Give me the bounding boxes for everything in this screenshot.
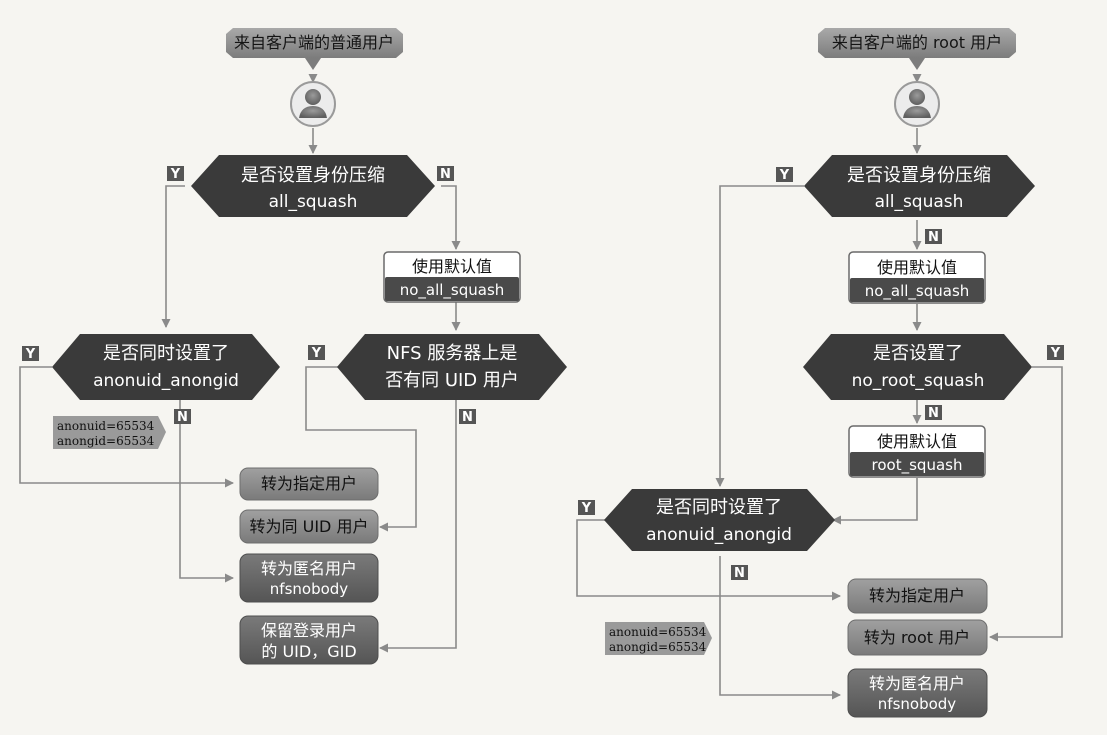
right-d1-yes-badge: Y	[776, 167, 793, 183]
right-d2-no-badge: N	[925, 405, 942, 421]
left-start-label: 来自客户端的普通用户	[234, 33, 394, 52]
left-start-node: 来自客户端的普通用户	[226, 28, 403, 70]
left-outcome-anon-user: 转为匿名用户 nfsnobody	[239, 553, 379, 603]
left-d1-line1: 是否设置身份压缩	[241, 165, 385, 186]
left-d2-no-badge: N	[174, 409, 191, 425]
svg-text:Y: Y	[311, 346, 322, 361]
svg-text:anonuid_anongid: anonuid_anongid	[646, 525, 792, 545]
right-d1-no-badge: N	[925, 229, 942, 245]
left-outcome-keep-login: 保留登录用户 的 UID，GID	[239, 615, 379, 665]
svg-text:的 UID，GID: 的 UID，GID	[261, 642, 356, 661]
left-default-value: no_all_squash	[400, 281, 505, 300]
svg-text:转为 root 用户: 转为 root 用户	[864, 628, 970, 647]
svg-text:N: N	[928, 230, 939, 245]
user-icon	[290, 81, 336, 127]
svg-text:转为指定用户: 转为指定用户	[869, 586, 965, 605]
user-icon	[894, 81, 940, 127]
left-d2-line2: anonuid_anongid	[93, 371, 239, 391]
svg-text:N: N	[440, 167, 451, 182]
right-decision-anonuid: 是否同时设置了 anonuid_anongid	[604, 489, 835, 551]
right-default-box-2: 使用默认值 root_squash	[848, 425, 986, 478]
left-anon-note: anonuid=65534 anongid=65534	[53, 416, 166, 449]
svg-text:Y: Y	[581, 501, 592, 516]
right-start-node: 来自客户端的 root 用户	[818, 28, 1016, 70]
left-note-line2: anongid=65534	[57, 434, 155, 448]
right-d2-yes-badge: Y	[1047, 345, 1064, 361]
svg-text:anonuid=65534: anonuid=65534	[609, 625, 707, 639]
right-d3-no-badge: N	[731, 565, 748, 581]
svg-text:Y: Y	[1050, 346, 1061, 361]
svg-text:no_all_squash: no_all_squash	[865, 282, 970, 301]
svg-text:是否设置了: 是否设置了	[873, 343, 963, 364]
svg-text:anongid=65534: anongid=65534	[609, 640, 707, 654]
left-default-title: 使用默认值	[412, 257, 492, 276]
svg-text:转为同 UID 用户: 转为同 UID 用户	[250, 517, 369, 536]
svg-text:root_squash: root_squash	[872, 456, 963, 475]
left-decision-same-uid: NFS 服务器上是 否有同 UID 用户	[337, 334, 567, 400]
left-d3-no-badge: N	[459, 409, 476, 425]
left-d2-line1: 是否同时设置了	[103, 343, 229, 364]
left-decision-all-squash: 是否设置身份压缩 all_squash	[191, 155, 435, 217]
svg-text:N: N	[462, 410, 473, 425]
left-default-box: 使用默认值 no_all_squash	[383, 251, 521, 303]
svg-text:Y: Y	[779, 168, 790, 183]
right-outcome-specified-user: 转为指定用户	[847, 578, 988, 614]
svg-text:no_root_squash: no_root_squash	[852, 371, 985, 391]
left-d1-line2: all_squash	[269, 192, 358, 212]
left-d3-line2: 否有同 UID 用户	[385, 370, 519, 391]
left-d2-yes-badge: Y	[22, 346, 39, 362]
svg-text:转为匿名用户: 转为匿名用户	[869, 674, 965, 693]
right-start-label: 来自客户端的 root 用户	[832, 33, 1002, 52]
svg-text:使用默认值: 使用默认值	[877, 258, 957, 277]
svg-text:Y: Y	[25, 347, 36, 362]
right-decision-no-root-squash: 是否设置了 no_root_squash	[803, 334, 1032, 400]
svg-text:nfsnobody: nfsnobody	[270, 580, 349, 598]
left-d3-line1: NFS 服务器上是	[387, 343, 518, 364]
left-connectors	[19, 74, 461, 653]
right-outcome-anon-user: 转为匿名用户 nfsnobody	[847, 668, 988, 718]
left-outcome-same-uid-user: 转为同 UID 用户	[239, 509, 379, 544]
right-default-box-1: 使用默认值 no_all_squash	[848, 251, 986, 304]
right-outcome-root-user: 转为 root 用户	[847, 619, 988, 656]
svg-text:转为匿名用户: 转为匿名用户	[261, 559, 357, 578]
svg-text:N: N	[928, 406, 939, 421]
left-d1-yes-badge: Y	[167, 166, 184, 182]
right-d3-yes-badge: Y	[578, 500, 595, 516]
left-decision-anonuid: 是否同时设置了 anonuid_anongid	[52, 334, 280, 400]
right-connectors	[576, 74, 1063, 700]
left-outcome-specified-user: 转为指定用户	[239, 467, 379, 501]
svg-text:使用默认值: 使用默认值	[877, 432, 957, 451]
svg-text:保留登录用户: 保留登录用户	[261, 621, 357, 640]
svg-text:N: N	[734, 566, 745, 581]
right-d1-line1: 是否设置身份压缩	[847, 165, 991, 186]
right-decision-all-squash: 是否设置身份压缩 all_squash	[804, 155, 1035, 217]
left-d1-no-badge: N	[437, 166, 454, 182]
right-anon-note: anonuid=65534 anongid=65534	[605, 622, 712, 655]
left-d3-yes-badge: Y	[308, 345, 325, 361]
svg-text:nfsnobody: nfsnobody	[878, 695, 957, 713]
left-note-line1: anonuid=65534	[57, 419, 155, 433]
svg-text:Y: Y	[170, 167, 181, 182]
svg-text:N: N	[177, 410, 188, 425]
svg-text:是否同时设置了: 是否同时设置了	[656, 497, 782, 518]
svg-text:转为指定用户: 转为指定用户	[261, 474, 357, 493]
right-d1-line2: all_squash	[875, 192, 964, 212]
